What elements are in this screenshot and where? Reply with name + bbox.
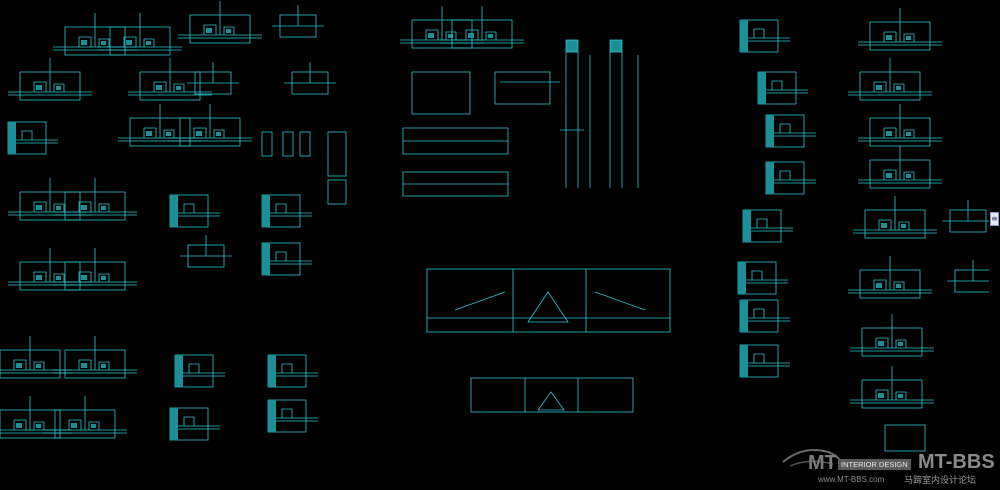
detail-group-right xyxy=(737,7,1000,452)
detail-group-left xyxy=(0,0,347,441)
watermark-badge: INTERIOR DESIGN xyxy=(838,459,911,470)
vertical-scrollbar[interactable]: ≡ xyxy=(989,0,1000,490)
watermark-brand-right: MT-BBS xyxy=(918,451,995,473)
scrollbar-thumb[interactable]: ≡ xyxy=(990,212,999,226)
watermark-brand-left: MT xyxy=(808,452,837,474)
watermark-url: www.MT-BBS.com xyxy=(818,475,885,484)
watermark-chinese: 马蹄室内设计论坛 xyxy=(904,476,977,486)
detail-group-center xyxy=(399,5,671,413)
watermark-logo: MT INTERIOR DESIGN MT-BBS www.MT-BBS.com… xyxy=(778,440,1000,490)
